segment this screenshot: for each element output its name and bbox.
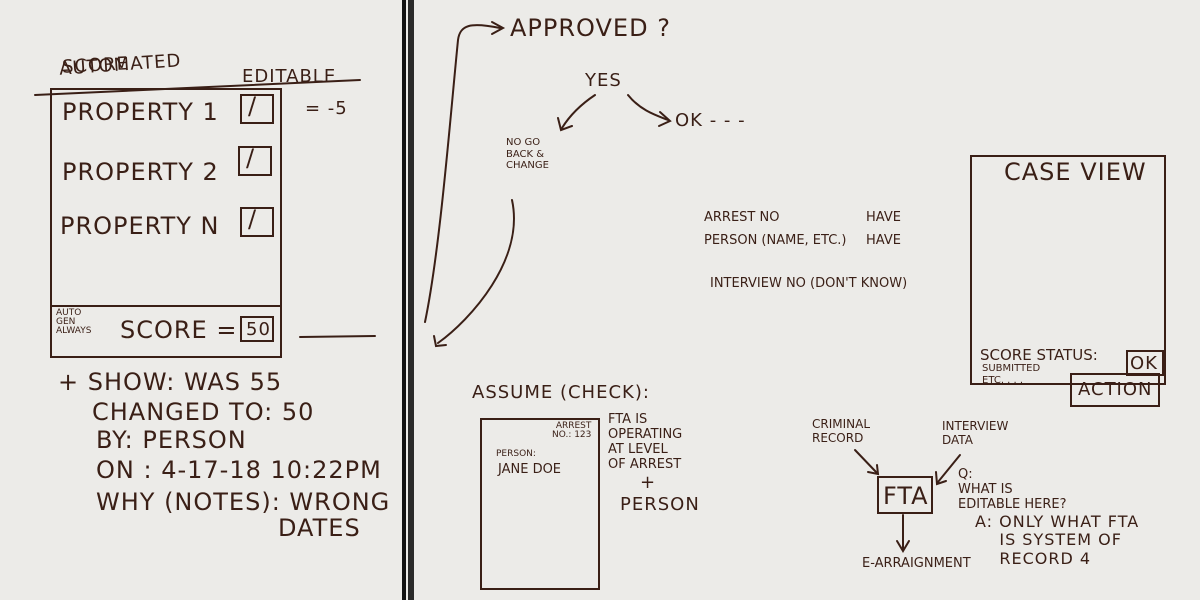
approved-question: APPROVED ? [510, 14, 671, 42]
fta-person: PERSON [620, 494, 700, 515]
arrest-no-label: ARREST NO [704, 210, 780, 225]
action-button[interactable]: ACTION [1070, 373, 1160, 407]
score-label: SCORE = [120, 316, 238, 344]
check-mark-icon: / [246, 144, 255, 172]
score-status-text: OK [1130, 353, 1158, 374]
interview-data-label: INTERVIEW DATA [942, 419, 1009, 447]
history-on: ON : 4-17-18 10:22PM [96, 456, 382, 484]
property-2-checkbox[interactable]: / [238, 144, 272, 176]
no-go-note: NO GO BACK & CHANGE [506, 137, 549, 171]
yes-label: YES [585, 70, 622, 91]
fta-box: FTA [877, 476, 933, 514]
fta-label: FTA [883, 482, 929, 510]
check-mark-icon: / [248, 205, 257, 233]
property-2-label: PROPERTY 2 [62, 158, 219, 186]
answer-note: A: ONLY WHAT FTA IS SYSTEM OF RECORD 4 [975, 512, 1140, 568]
interview-label: INTERVIEW NO (DON'T KNOW) [710, 276, 908, 291]
property-n-checkbox[interactable]: / [240, 205, 274, 237]
question-note: Q: WHAT IS EDITABLE HERE? [958, 467, 1067, 512]
score-value: 50 [246, 319, 271, 340]
assume-person-label: PERSON: [496, 449, 536, 459]
automated-score-heading-2: SCORE [61, 53, 130, 78]
minus-five-note: = -5 [305, 98, 348, 119]
ok-label: OK - - - [675, 110, 746, 131]
left-board-edge [402, 0, 406, 600]
history-by: BY: PERSON [96, 426, 247, 454]
score-status-value[interactable]: OK [1126, 350, 1164, 376]
score-value-box[interactable]: 50 [240, 316, 274, 342]
right-board-edge [408, 0, 414, 600]
assume-title: ASSUME (CHECK): [472, 382, 650, 403]
check-mark-icon: / [248, 92, 257, 120]
submitted-note: SUBMITTED ETC. . . . [982, 363, 1041, 386]
history-show: + SHOW: WAS 55 [58, 368, 283, 396]
action-label: ACTION [1078, 379, 1153, 400]
criminal-record-label: CRIMINAL RECORD [812, 417, 871, 445]
history-why-tail: DATES [278, 514, 361, 542]
assume-person-value: JANE DOE [498, 462, 562, 477]
history-changed: CHANGED TO: 50 [92, 398, 315, 426]
property-1-checkbox[interactable]: / [240, 92, 274, 124]
editable-label: EDITABLE [242, 66, 337, 87]
property-1-label: PROPERTY 1 [62, 98, 219, 126]
assume-card [480, 418, 600, 590]
assume-arrest-no: ARREST NO.: 123 [552, 421, 592, 440]
person-have: HAVE [866, 233, 901, 248]
e-arraignment-label: E-ARRAIGNMENT [862, 556, 971, 571]
case-view-title: CASE VIEW [1004, 158, 1147, 186]
arrest-have: HAVE [866, 210, 901, 225]
person-label: PERSON (NAME, ETC.) [704, 233, 847, 248]
case-view-panel [970, 155, 1166, 385]
fta-plus: + [640, 472, 657, 493]
score-status-label: SCORE STATUS: [980, 346, 1098, 364]
history-why: WHY (NOTES): WRONG [96, 488, 391, 516]
score-form [50, 88, 282, 358]
fta-note: FTA IS OPERATING AT LEVEL OF ARREST [608, 412, 683, 472]
score-divider [50, 305, 282, 307]
property-n-label: PROPERTY N [60, 212, 220, 240]
auto-gen-note: AUTO GEN ALWAYS [56, 308, 92, 336]
